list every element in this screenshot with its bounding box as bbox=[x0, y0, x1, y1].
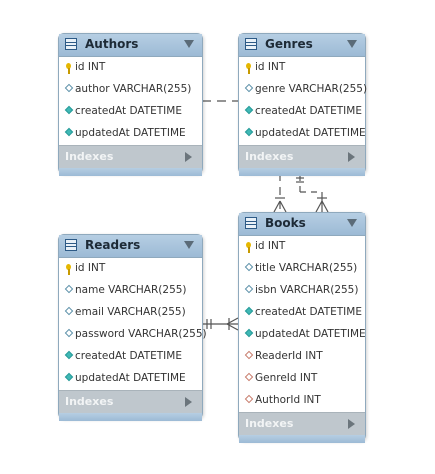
indexes-bar[interactable]: Indexes bbox=[59, 145, 202, 168]
foreign-key-diamond-icon bbox=[244, 350, 254, 360]
column-row: name VARCHAR(255) bbox=[59, 280, 202, 302]
column-diamond-icon bbox=[244, 284, 254, 294]
column-filled-diamond-icon bbox=[244, 306, 254, 316]
column-diamond-icon bbox=[244, 262, 254, 272]
table-icon bbox=[65, 38, 77, 50]
column-filled-diamond-icon bbox=[244, 105, 254, 115]
collapse-arrow-icon[interactable] bbox=[347, 40, 357, 48]
column-row: id INT bbox=[59, 258, 202, 280]
column-row: updatedAt DATETIME bbox=[239, 324, 366, 346]
readers-header[interactable]: Readers bbox=[59, 235, 202, 258]
indexes-bar[interactable]: Indexes bbox=[239, 145, 365, 168]
collapse-arrow-icon[interactable] bbox=[184, 40, 194, 48]
column-row: id INT bbox=[239, 57, 365, 79]
column-row: createdAt DATETIME bbox=[239, 101, 365, 123]
table-title: Readers bbox=[85, 238, 141, 252]
genres-table[interactable]: Genres id INT genre VARCHAR(255) created… bbox=[238, 33, 367, 176]
expand-arrow-icon[interactable] bbox=[185, 152, 192, 162]
genres-header[interactable]: Genres bbox=[239, 34, 365, 57]
table-footer bbox=[59, 168, 202, 176]
collapse-arrow-icon[interactable] bbox=[347, 219, 357, 227]
authors-table[interactable]: Authors id INT author VARCHAR(255) creat… bbox=[58, 33, 203, 176]
table-icon bbox=[65, 239, 77, 251]
column-row: createdAt DATETIME bbox=[59, 346, 202, 368]
authors-header[interactable]: Authors bbox=[59, 34, 202, 57]
column-row: GenreId INT bbox=[239, 368, 365, 390]
table-footer bbox=[239, 168, 365, 176]
books-table[interactable]: Books id INT title VARCHAR(255) isbn VAR… bbox=[238, 212, 366, 443]
column-row: isbn VARCHAR(255) bbox=[239, 280, 365, 302]
table-footer bbox=[59, 413, 202, 421]
column-row: updatedAt DATETIME bbox=[59, 368, 202, 390]
collapse-arrow-icon[interactable] bbox=[184, 241, 194, 249]
column-row: title VARCHAR(255) bbox=[239, 258, 365, 280]
table-title: Genres bbox=[265, 37, 313, 51]
column-filled-diamond-icon bbox=[244, 127, 254, 137]
column-row: createdAt DATETIME bbox=[59, 101, 202, 123]
table-icon bbox=[245, 217, 257, 229]
column-diamond-icon bbox=[64, 83, 74, 93]
column-row: updatedAt DATETIME bbox=[59, 123, 202, 145]
column-filled-diamond-icon bbox=[64, 372, 74, 382]
indexes-bar[interactable]: Indexes bbox=[239, 412, 365, 435]
column-filled-diamond-icon bbox=[244, 328, 254, 338]
column-row: id INT bbox=[239, 236, 365, 258]
table-title: Books bbox=[265, 216, 306, 230]
table-icon bbox=[245, 38, 257, 50]
column-row: password VARCHAR(255) bbox=[59, 324, 207, 346]
expand-arrow-icon[interactable] bbox=[348, 419, 355, 429]
primary-key-icon bbox=[246, 63, 251, 74]
column-row: id INT bbox=[59, 57, 202, 79]
column-diamond-icon bbox=[64, 306, 74, 316]
column-diamond-icon bbox=[64, 284, 74, 294]
column-row: updatedAt DATETIME bbox=[239, 123, 366, 145]
column-filled-diamond-icon bbox=[64, 350, 74, 360]
expand-arrow-icon[interactable] bbox=[348, 152, 355, 162]
primary-key-icon bbox=[66, 264, 71, 275]
column-filled-diamond-icon bbox=[64, 127, 74, 137]
column-row: genre VARCHAR(255) bbox=[239, 79, 367, 101]
column-row: author VARCHAR(255) bbox=[59, 79, 202, 101]
column-row: email VARCHAR(255) bbox=[59, 302, 202, 324]
table-title: Authors bbox=[85, 37, 139, 51]
table-footer bbox=[239, 435, 365, 443]
readers-table[interactable]: Readers id INT name VARCHAR(255) email V… bbox=[58, 234, 207, 421]
primary-key-icon bbox=[246, 242, 251, 253]
column-diamond-icon bbox=[244, 83, 254, 93]
primary-key-icon bbox=[66, 63, 71, 74]
column-row: createdAt DATETIME bbox=[239, 302, 365, 324]
foreign-key-diamond-icon bbox=[244, 372, 254, 382]
column-diamond-icon bbox=[64, 328, 74, 338]
column-row: AuthorId INT bbox=[239, 390, 365, 412]
foreign-key-diamond-icon bbox=[244, 394, 254, 404]
books-header[interactable]: Books bbox=[239, 213, 365, 236]
column-row: ReaderId INT bbox=[239, 346, 365, 368]
column-filled-diamond-icon bbox=[64, 105, 74, 115]
expand-arrow-icon[interactable] bbox=[185, 397, 192, 407]
indexes-bar[interactable]: Indexes bbox=[59, 390, 202, 413]
